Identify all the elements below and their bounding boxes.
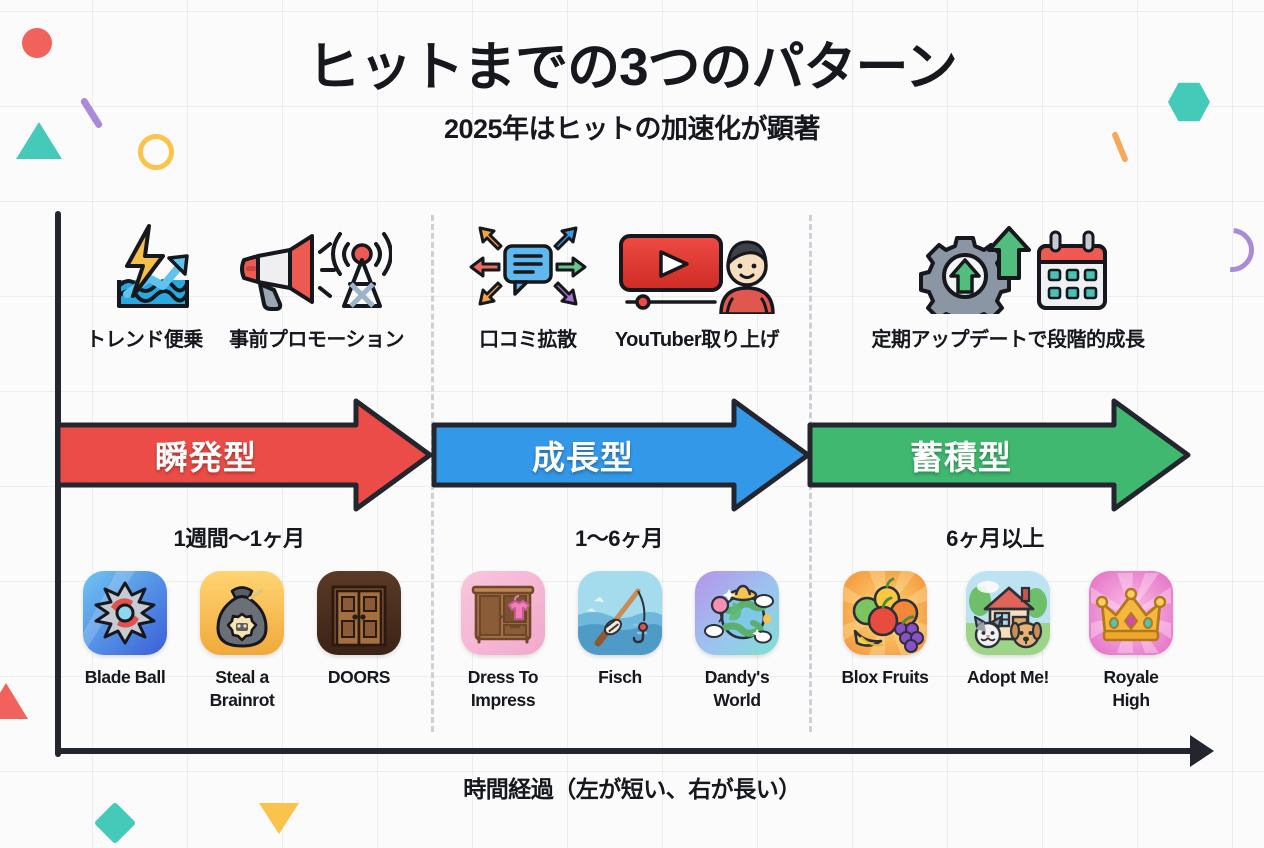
- x-axis-line: [55, 748, 1201, 754]
- youtuber-icon: [617, 222, 777, 314]
- decor-red-circle: [22, 28, 52, 58]
- game-tile[interactable]: Dress To Impress: [456, 571, 551, 712]
- phase-arrow-growth: 成長型: [431, 398, 811, 512]
- game-name: Dress To Impress: [467, 667, 539, 710]
- globe-balloon-icon: [695, 571, 779, 655]
- x-axis-arrowhead: [1190, 735, 1214, 767]
- game-tile[interactable]: Royale High: [1084, 571, 1179, 712]
- game-tile[interactable]: Fisch: [573, 571, 668, 712]
- driver-word-of-mouth: 口コミ拡散: [463, 222, 593, 352]
- blade-ball-icon: [83, 571, 167, 655]
- decor-purple-arc: [1201, 219, 1263, 281]
- game-name: Steal a Brainrot: [209, 667, 275, 710]
- driver-row-growth: 口コミ拡散: [440, 222, 802, 352]
- driver-row-burst: トレンド便乗: [62, 222, 428, 352]
- x-axis-label: 時間経過（左が短い、右が長い）: [463, 776, 801, 802]
- game-name: Blox Fruits: [841, 667, 929, 687]
- phase-duration-accumulate: 6ヶ月以上: [946, 526, 1044, 551]
- decor-yellow-ring: [138, 134, 174, 170]
- wardrobe-icon: [461, 571, 545, 655]
- game-tiles-burst: Blade Ball S: [58, 571, 426, 712]
- driver-row-accumulate: 定期アップデートで段階的成長: [812, 222, 1204, 352]
- decor-yellow-triangle: [259, 803, 299, 834]
- lightning-trend-icon: [91, 222, 197, 314]
- gear-calendar-update-icon: [903, 222, 1113, 314]
- game-name: DOORS: [327, 667, 391, 687]
- game-tiles-growth: Dress To Impress: [440, 571, 800, 712]
- decor-red-triangle: [0, 683, 28, 719]
- driver-label: トレンド便乗: [85, 329, 204, 351]
- title-block: ヒットまでの3つのパターン 2025年はヒットの加速化が顕著: [0, 38, 1264, 146]
- phase-arrow-accumulate: 蓄積型: [807, 398, 1191, 512]
- driver-label: 口コミ拡散: [479, 329, 577, 351]
- game-name: Royale High: [1103, 667, 1159, 710]
- driver-label: 事前プロモーション: [228, 329, 405, 351]
- driver-label: YouTuber取り上げ: [614, 329, 780, 351]
- decor-teal-triangle: [16, 122, 62, 159]
- word-of-mouth-icon: [463, 222, 593, 314]
- game-tile[interactable]: Steal a Brainrot: [195, 571, 290, 712]
- game-name: Adopt Me!: [967, 667, 1049, 687]
- driver-regular-update: 定期アップデートで段階的成長: [872, 222, 1145, 352]
- phase-duration-burst: 1週間〜1ヶ月: [173, 526, 305, 551]
- game-tile[interactable]: Dandy's World: [690, 571, 785, 712]
- driver-label: 定期アップデートで段階的成長: [871, 329, 1146, 351]
- driver-trend: トレンド便乗: [86, 222, 203, 352]
- game-tiles-accumulate: Blox Fruits: [818, 571, 1198, 712]
- game-name: Fisch: [598, 667, 642, 687]
- page-subtitle: 2025年はヒットの加速化が顕著: [443, 114, 821, 145]
- game-tile[interactable]: Blox Fruits: [838, 571, 933, 712]
- page-title: ヒットまでの3つのパターン: [307, 38, 958, 97]
- double-doors-icon: [317, 571, 401, 655]
- game-tile[interactable]: Blade Ball: [78, 571, 173, 712]
- megaphone-broadcast-icon: [240, 222, 393, 314]
- crown-icon: [1089, 571, 1173, 655]
- driver-promo: 事前プロモーション: [228, 222, 405, 352]
- fishing-rod-icon: [578, 571, 662, 655]
- game-tile[interactable]: Adopt Me!: [961, 571, 1056, 712]
- fruits-icon: [843, 571, 927, 655]
- phase-duration-growth: 1〜6ヶ月: [575, 526, 663, 551]
- money-bag-icon: [200, 571, 284, 655]
- game-tile[interactable]: DOORS: [312, 571, 407, 712]
- game-name: Blade Ball: [84, 667, 166, 687]
- phase-arrow-burst: 瞬発型: [55, 398, 433, 512]
- decor-teal-diamond: [93, 801, 137, 845]
- game-name: Dandy's World: [704, 667, 770, 710]
- driver-youtuber: YouTuber取り上げ: [614, 222, 780, 352]
- house-pets-icon: [966, 571, 1050, 655]
